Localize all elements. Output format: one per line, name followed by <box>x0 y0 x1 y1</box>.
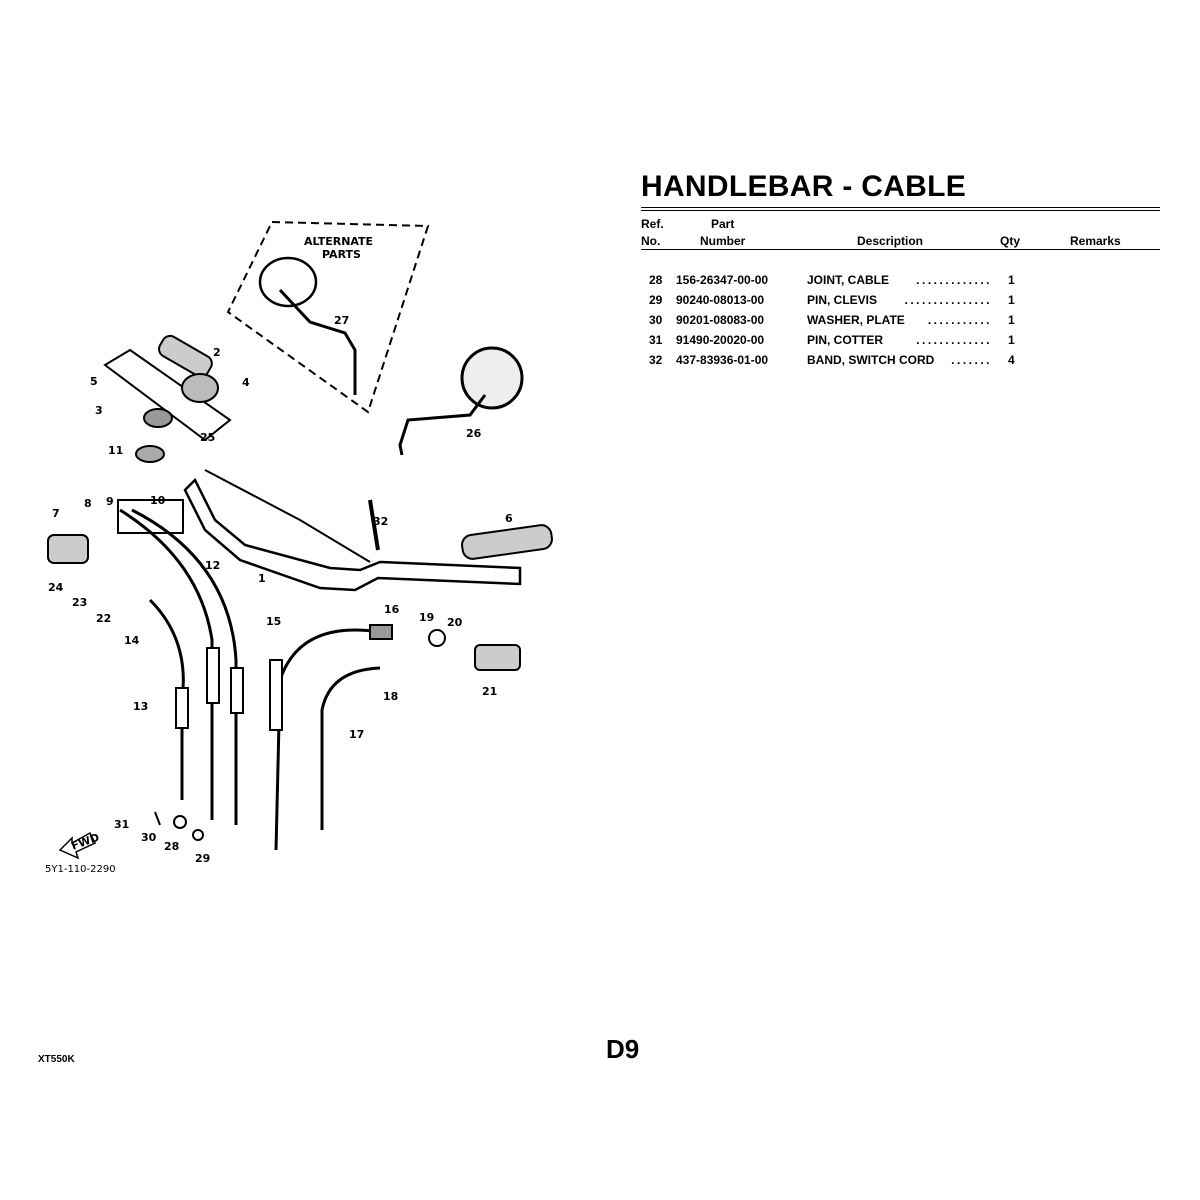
diagram-code: 5Y1-110-2290 <box>45 864 116 875</box>
description: JOINT, CABLE <box>807 273 890 287</box>
leader-dots: ............. <box>916 333 992 347</box>
table-row: 30 90201-08083-00 WASHER, PLATE...........… <box>641 313 1160 331</box>
page-title: HANDLEBAR - CABLE <box>641 170 967 203</box>
callout-16: 16 <box>384 603 400 616</box>
part-number: 91490-20020-00 <box>676 333 765 347</box>
callout-10: 10 <box>150 494 166 507</box>
callout-25: 25 <box>200 431 215 444</box>
table-row: 31 91490-20020-00 PIN, COTTER.............… <box>641 333 1160 351</box>
front-arrow-icon <box>58 831 97 860</box>
ref-number: 30 <box>649 313 663 327</box>
callout-27: 27 <box>334 314 349 327</box>
ref-number: 32 <box>649 353 663 367</box>
quantity: 1 <box>1008 273 1015 287</box>
svg-text:ALTERNATE: ALTERNATE <box>304 235 373 248</box>
description: WASHER, PLATE <box>807 313 905 327</box>
col-qty: Qty <box>1000 234 1021 248</box>
callout-24: 24 <box>48 581 64 594</box>
callout-7: 7 <box>52 507 60 520</box>
leader-dots: ........... <box>927 313 992 327</box>
ref-number: 31 <box>649 333 663 347</box>
table-row: 28 156-26347-00-00 JOINT, CABLE...........… <box>641 273 1160 291</box>
col-part-line1: Part <box>711 217 735 231</box>
callout-31: 31 <box>114 818 129 831</box>
callout-21: 21 <box>482 685 497 698</box>
col-ref-line2: No. <box>641 234 661 248</box>
cable-15 <box>274 628 381 851</box>
callout-1: 1 <box>258 572 266 585</box>
callout-5: 5 <box>90 375 98 388</box>
ref-number: 29 <box>649 293 663 307</box>
title-rule <box>641 207 1160 208</box>
callout-23: 23 <box>72 596 87 609</box>
table-row: 29 90240-08013-00 PIN, CLEVIS.............… <box>641 293 1160 311</box>
col-description: Description <box>857 234 924 248</box>
col-ref-line1: Ref. <box>641 217 664 231</box>
page-number: D9 <box>606 1034 640 1064</box>
callout-26: 26 <box>466 427 482 440</box>
callout-15: 15 <box>266 615 281 628</box>
quantity: 1 <box>1008 313 1015 327</box>
part-number: 90240-08013-00 <box>676 293 765 307</box>
title-rule-2 <box>641 210 1160 211</box>
description: BAND, SWITCH CORD <box>807 353 935 367</box>
alternate-parts-label: ALTERNATE PARTS <box>304 235 373 261</box>
ref-number: 28 <box>649 273 663 287</box>
grip-right <box>461 524 553 560</box>
callout-8: 8 <box>84 497 92 510</box>
callout-18: 18 <box>383 690 398 703</box>
callout-22: 22 <box>96 612 111 625</box>
callout-2: 2 <box>213 346 221 359</box>
leader-dots: ............. <box>916 273 992 287</box>
model-label: XT550K <box>38 1054 75 1065</box>
callout-12: 12 <box>205 559 220 572</box>
cable-b <box>131 508 238 825</box>
table-row: 32 437-83936-01-00 BAND, SWITCH CORD......… <box>641 353 1160 371</box>
callout-3: 3 <box>95 404 103 417</box>
callout-13: 13 <box>133 700 148 713</box>
alternate-parts-box <box>226 220 430 414</box>
description: PIN, COTTER <box>807 333 884 347</box>
cable-17 <box>320 666 381 830</box>
handlebar <box>183 477 522 592</box>
svg-text:PARTS: PARTS <box>322 248 361 261</box>
callout-6: 6 <box>505 512 513 525</box>
callout-9: 9 <box>106 495 114 508</box>
front-label: FWD <box>70 831 101 853</box>
mirror <box>460 346 524 410</box>
description: PIN, CLEVIS <box>807 293 878 307</box>
part-number: 437-83936-01-00 <box>676 353 769 367</box>
header-rule <box>641 249 1160 250</box>
leader-dots: ............... <box>904 293 992 307</box>
callout-14: 14 <box>124 634 140 647</box>
cable-a <box>119 508 214 820</box>
grip-left <box>158 334 213 378</box>
leader-dots: ....... <box>951 353 992 367</box>
col-remarks: Remarks <box>1070 234 1121 248</box>
col-part-line2: Number <box>700 234 746 248</box>
part-number: 90201-08083-00 <box>676 313 765 327</box>
callout-19: 19 <box>419 611 434 624</box>
callout-4: 4 <box>242 376 250 389</box>
quantity: 1 <box>1008 333 1015 347</box>
quantity: 1 <box>1008 293 1015 307</box>
callout-11: 11 <box>108 444 123 457</box>
callout-20: 20 <box>447 616 463 629</box>
quantity: 4 <box>1008 353 1015 367</box>
mirror-alternate <box>258 256 318 308</box>
callout-28: 28 <box>164 840 179 853</box>
callout-17: 17 <box>349 728 364 741</box>
part-number: 156-26347-00-00 <box>676 273 769 287</box>
callout-30: 30 <box>141 831 157 844</box>
callout-32: 32 <box>373 515 388 528</box>
callout-29: 29 <box>195 852 210 865</box>
